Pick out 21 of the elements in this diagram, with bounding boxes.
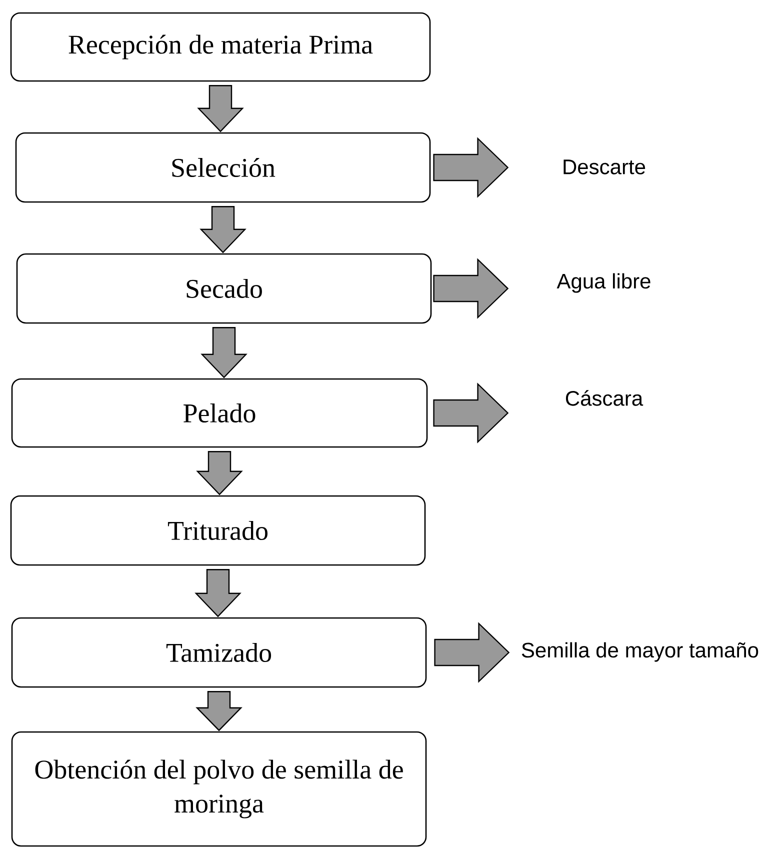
process-box: Obtención del polvo de semilla de moringa [11,731,427,847]
block-arrow [433,137,509,198]
block-arrow [196,691,242,732]
process-box: Selección [15,132,431,203]
block-arrow [196,451,243,496]
output-label: Semilla de mayor tamaño [522,642,758,662]
block-arrow [433,382,509,444]
block-arrow [197,85,244,132]
block-arrow [434,622,510,683]
output-label: Cáscara [566,390,644,406]
block-arrow [433,258,509,319]
block-arrow [200,327,248,378]
process-box: Tamizado [11,617,427,688]
block-arrow [200,206,246,254]
process-box: Pelado [11,378,428,448]
block-arrow [194,569,242,618]
output-label: Agua libre [556,273,650,293]
process-box: Triturado [10,495,426,566]
process-box: Secado [16,253,432,324]
process-box: Recepción de materia Prima [10,12,431,82]
output-label: Descarte [564,160,646,174]
